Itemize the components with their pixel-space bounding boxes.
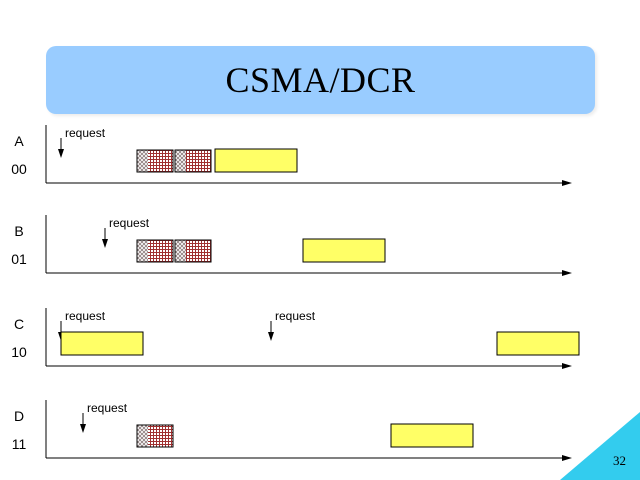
station-label-b: B (14, 223, 23, 239)
request-arrowhead-a-0 (58, 149, 64, 158)
contention-slot-a-1 (174, 149, 212, 173)
contention-slot-b-0 (136, 239, 174, 263)
page-number: 32 (613, 453, 626, 468)
request-arrowhead-b-0 (102, 239, 108, 248)
contention-slot-a-0 (136, 149, 174, 173)
station-label-d: D (14, 408, 24, 424)
frame-d-0 (390, 423, 474, 448)
station-address-d: 11 (12, 436, 27, 452)
station-label-c: C (14, 316, 24, 332)
title-banner: CSMA/DCR (46, 46, 595, 114)
request-label-c-1: request (275, 309, 316, 323)
frame-b-0 (302, 238, 386, 263)
contention-slot-b-1 (174, 239, 212, 263)
station-address-a: 00 (11, 161, 27, 177)
request-label-b-0: request (109, 216, 150, 230)
corner-decoration (560, 412, 640, 480)
time-axis-arrow-b (562, 270, 572, 276)
request-label-d-0: request (87, 401, 128, 415)
station-address-b: 01 (11, 251, 27, 267)
slide-title: CSMA/DCR (225, 60, 416, 100)
request-label-a-0: request (65, 126, 106, 140)
request-arrowhead-c-1 (268, 332, 274, 341)
contention-slot-d-0 (136, 424, 174, 448)
time-axis-arrow-a (562, 180, 572, 186)
station-address-c: 10 (11, 344, 27, 360)
station-label-a: A (14, 133, 24, 149)
frame-c-0 (60, 331, 144, 356)
request-label-c-0: request (65, 309, 106, 323)
request-arrowhead-d-0 (80, 424, 86, 433)
frame-a-0 (214, 148, 298, 173)
time-axis-arrow-c (562, 363, 572, 369)
frame-c-1 (496, 331, 580, 356)
